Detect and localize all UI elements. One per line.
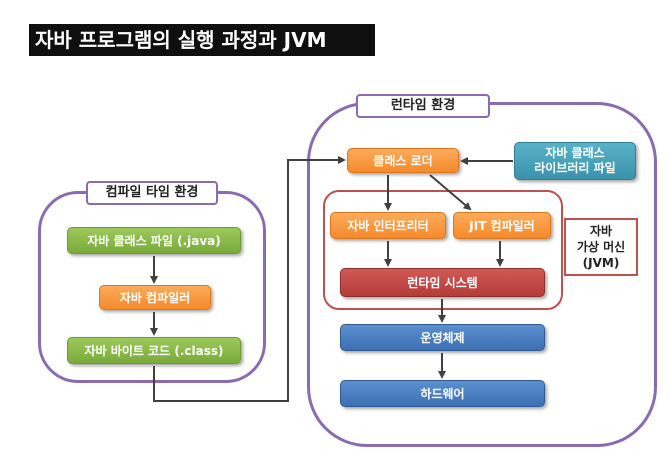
java-compiler-box: 자바 컴파일러 — [99, 285, 211, 310]
hardware-box: 하드웨어 — [340, 380, 545, 407]
java-bytecode-box: 자바 바이트 코드 (.class) — [67, 337, 241, 364]
page-title: 자바 프로그램의 실행 과정과 JVM — [29, 24, 375, 56]
class-loader-box: 클래스 로더 — [347, 148, 459, 173]
jvm-label-text: 자바 가상 머신 (JVM) — [576, 224, 626, 270]
compile-time-label: 컴파일 타임 환경 — [86, 181, 218, 205]
java-source-file-box: 자바 클래스 파일 (.java) — [67, 227, 241, 254]
runtime-label: 런타임 환경 — [356, 94, 490, 118]
class-library-box: 자바 클래스 라이브러리 파일 — [514, 142, 636, 180]
os-box: 운영체제 — [340, 324, 545, 351]
class-library-label: 자바 클래스 라이브러리 파일 — [534, 146, 616, 175]
jvm-label: 자바 가상 머신 (JVM) — [564, 218, 638, 276]
jit-compiler-box: JIT 컴파일러 — [453, 212, 551, 239]
arrow-bytecode-to-loader — [153, 156, 346, 402]
runtime-system-box: 런타임 시스템 — [340, 268, 545, 297]
arrow-loader-to-jit — [429, 174, 472, 211]
interpreter-box: 자바 인터프리터 — [330, 212, 446, 239]
